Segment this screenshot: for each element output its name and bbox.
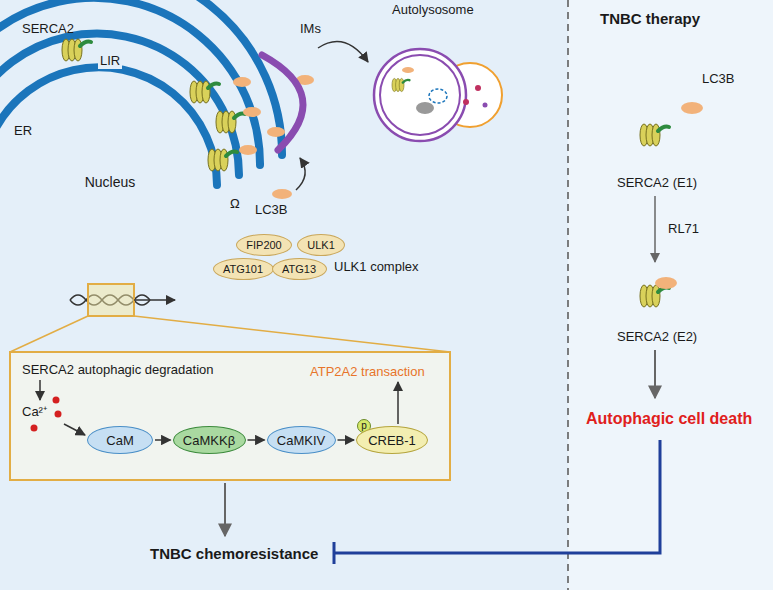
node-text: Nucleus [85, 174, 136, 190]
protein-ellipse: CaMKKβ [173, 426, 246, 454]
pathway-arrow [248, 439, 265, 441]
label-text: SERCA2 [22, 22, 74, 37]
pathway-arrow [155, 439, 171, 441]
node-text: ULK1 [307, 239, 335, 251]
label-text: ULK1 complex [334, 260, 419, 275]
protein-ellipse: ULK1 [297, 234, 345, 256]
label-text: LC3B [255, 203, 288, 218]
protein-ellipse: CREB-1 [356, 426, 428, 454]
inset-box: SERCA2 autophagic degradationCa²⁺ ATP2A2 … [10, 352, 450, 480]
node-text: ATP2A2 transaction [310, 364, 425, 379]
node-text: SERCA2 autophagic degradation [22, 362, 214, 377]
label-text: LC3B [702, 72, 735, 87]
node-text: ATG13 [282, 263, 316, 275]
protein-ellipse: FIP200 [236, 234, 292, 256]
label-text: Autophagic cell death [586, 410, 752, 428]
protein-ellipse: CaMKIV [267, 426, 336, 454]
protein-ellipse: ATG13 [272, 258, 327, 280]
nucleus-circle: Nucleus [15, 140, 205, 330]
label-text: IMs [300, 22, 321, 37]
label-text: RL71 [668, 222, 699, 237]
node-text: CREB-1 [368, 433, 416, 448]
node-text: CaMKIV [277, 433, 325, 448]
node-text: ATG101 [223, 263, 263, 275]
node-text: CaMKKβ [183, 433, 235, 448]
label-text: Ω [230, 197, 240, 212]
pathway-arrow [338, 439, 355, 441]
node-text: Ca²⁺ [22, 402, 47, 420]
label-text: Autolysosome [392, 3, 474, 18]
protein-ellipse: CaM [87, 426, 153, 454]
label-text: TNBC chemoresistance [150, 545, 318, 562]
label-text: p [361, 420, 367, 432]
node-text: FIP200 [246, 239, 281, 251]
label-text: SERCA2 (E2) [617, 330, 697, 345]
protein-ellipse: ATG101 [213, 258, 274, 280]
label-text: SERCA2 (E1) [617, 176, 697, 191]
label-text: TNBC therapy [600, 10, 700, 27]
label-text: ER [12, 124, 34, 139]
node-text: CaM [106, 433, 133, 448]
label-text: LIR [98, 54, 122, 69]
